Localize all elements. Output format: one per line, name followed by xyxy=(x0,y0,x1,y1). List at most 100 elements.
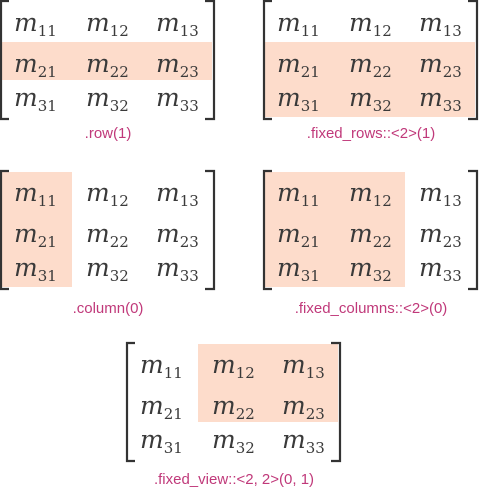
panel-caption: .fixed_view::<2, 2>(0, 1) xyxy=(154,471,314,488)
subscript: 12 xyxy=(110,22,129,40)
subscript: 33 xyxy=(443,267,462,285)
matrix-element-m33: m33 xyxy=(419,253,462,285)
highlight-region xyxy=(2,42,212,80)
subscript: 22 xyxy=(110,63,129,81)
subscript: 32 xyxy=(373,97,392,115)
subscript: 21 xyxy=(38,63,57,81)
matrix-element-m32: m32 xyxy=(86,83,129,115)
panel-caption: .row(1) xyxy=(85,125,132,142)
subscript: 23 xyxy=(180,233,199,251)
matrix-element-m23: m23 xyxy=(156,219,199,251)
subscript: 33 xyxy=(180,267,199,285)
subscript: 33 xyxy=(443,97,462,115)
matrix-element-m12: m12 xyxy=(86,8,129,40)
subscript: 31 xyxy=(38,267,57,285)
left-bracket xyxy=(262,0,272,121)
subscript: 13 xyxy=(443,192,462,210)
subscript: 22 xyxy=(373,63,392,81)
left-bracket xyxy=(262,169,272,291)
subscript: 23 xyxy=(443,233,462,251)
subscript: 23 xyxy=(180,63,199,81)
matrix-element-m11: m11 xyxy=(140,350,183,382)
matrix-element-m31: m31 xyxy=(14,83,57,115)
subscript: 13 xyxy=(443,22,462,40)
matrix-element-m12: m12 xyxy=(349,8,392,40)
matrix-element-m11: m11 xyxy=(277,178,320,210)
matrix-element-m11: m11 xyxy=(277,8,320,40)
matrix-element-m12: m12 xyxy=(86,178,129,210)
subscript: 21 xyxy=(38,233,57,251)
matrix-element-m23: m23 xyxy=(419,219,462,251)
matrix-element-m31: m31 xyxy=(14,253,57,285)
subscript: 22 xyxy=(110,233,129,251)
panel-caption: .fixed_rows::<2>(1) xyxy=(307,125,435,142)
subscript: 12 xyxy=(373,22,392,40)
highlight-region xyxy=(198,344,338,422)
matrix-element-m33: m33 xyxy=(156,253,199,285)
matrix-element-m21: m21 xyxy=(14,49,57,81)
matrix-element-m11: m11 xyxy=(14,8,57,40)
right-bracket xyxy=(331,341,342,463)
left-bracket xyxy=(0,169,9,291)
right-bracket xyxy=(468,0,479,121)
matrix-element-m13: m13 xyxy=(156,178,199,210)
right-bracket xyxy=(205,0,216,121)
matrix-element-m21: m21 xyxy=(140,391,183,423)
panel-caption: .column(0) xyxy=(73,300,144,317)
subscript: 31 xyxy=(38,97,57,115)
subscript: 32 xyxy=(236,439,255,457)
matrix-element-m13: m13 xyxy=(419,178,462,210)
subscript: 11 xyxy=(164,364,183,382)
subscript: 12 xyxy=(236,364,255,382)
subscript: 22 xyxy=(236,405,255,423)
matrix-element-m33: m33 xyxy=(282,425,325,457)
subscript: 32 xyxy=(110,267,129,285)
matrix-element-m23: m23 xyxy=(282,391,325,423)
subscript: 13 xyxy=(180,192,199,210)
matrix-element-m32: m32 xyxy=(349,253,392,285)
left-bracket xyxy=(0,0,9,121)
matrix-element-m32: m32 xyxy=(212,425,255,457)
subscript: 13 xyxy=(180,22,199,40)
subscript: 22 xyxy=(373,233,392,251)
matrix-element-m21: m21 xyxy=(277,219,320,251)
subscript: 11 xyxy=(301,192,320,210)
subscript: 21 xyxy=(164,405,183,423)
right-bracket xyxy=(205,169,216,291)
subscript: 12 xyxy=(110,192,129,210)
subscript: 31 xyxy=(301,267,320,285)
subscript: 33 xyxy=(306,439,325,457)
subscript: 12 xyxy=(373,192,392,210)
subscript: 13 xyxy=(306,364,325,382)
subscript: 23 xyxy=(306,405,325,423)
subscript: 11 xyxy=(301,22,320,40)
highlight-region xyxy=(265,172,405,287)
matrix-element-m13: m13 xyxy=(419,8,462,40)
subscript: 11 xyxy=(38,192,57,210)
right-bracket xyxy=(468,169,479,291)
matrix-element-m22: m22 xyxy=(86,219,129,251)
subscript: 33 xyxy=(180,97,199,115)
panel-caption: .fixed_columns::<2>(0) xyxy=(295,300,448,317)
subscript: 31 xyxy=(164,439,183,457)
subscript: 31 xyxy=(301,97,320,115)
subscript: 11 xyxy=(38,22,57,40)
matrix-element-m31: m31 xyxy=(140,425,183,457)
left-bracket xyxy=(125,341,135,463)
highlight-region xyxy=(265,42,475,117)
subscript: 21 xyxy=(301,233,320,251)
highlight-region xyxy=(2,172,72,287)
subscript: 32 xyxy=(110,97,129,115)
matrix-element-m33: m33 xyxy=(156,83,199,115)
subscript: 23 xyxy=(443,63,462,81)
matrix-element-m13: m13 xyxy=(156,8,199,40)
subscript: 32 xyxy=(373,267,392,285)
matrix-element-m32: m32 xyxy=(86,253,129,285)
subscript: 21 xyxy=(301,63,320,81)
